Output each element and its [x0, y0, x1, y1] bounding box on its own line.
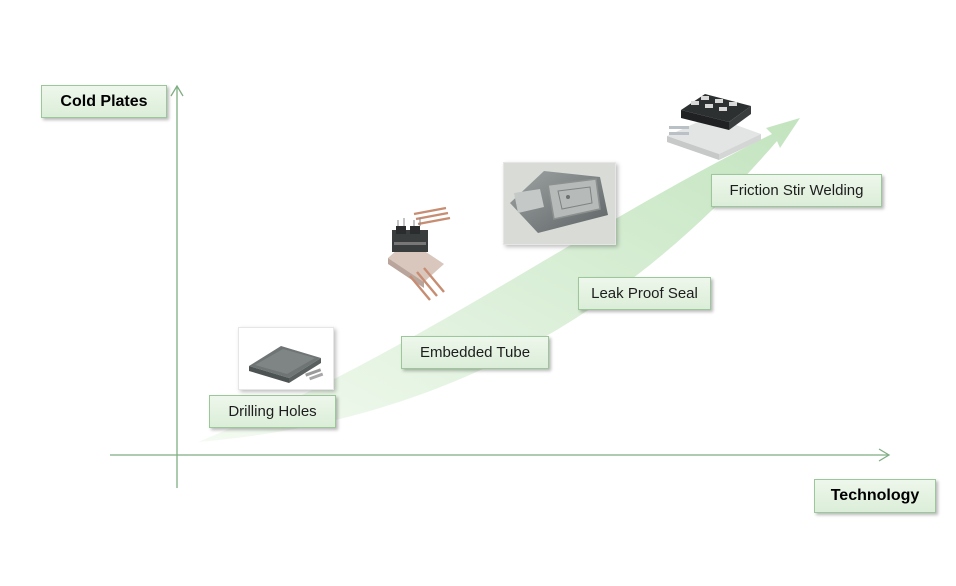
y-axis-title: Cold Plates [41, 85, 167, 118]
x-axis-title: Technology [814, 479, 936, 513]
sealed-plate-photo [503, 162, 616, 245]
vertical-axis [170, 84, 184, 488]
stage-label-drilling-holes: Drilling Holes [209, 395, 336, 428]
stage-label-leak-proof-seal: Leak Proof Seal [578, 277, 711, 310]
horizontal-axis [110, 448, 891, 462]
stage-label-friction-stir-welding: Friction Stir Welding [711, 174, 882, 207]
welded-module-photo [661, 86, 764, 160]
embedded-tube-module-photo [384, 206, 452, 306]
stage-label-embedded-tube: Embedded Tube [401, 336, 549, 369]
cold-plate-block-photo [238, 327, 334, 390]
